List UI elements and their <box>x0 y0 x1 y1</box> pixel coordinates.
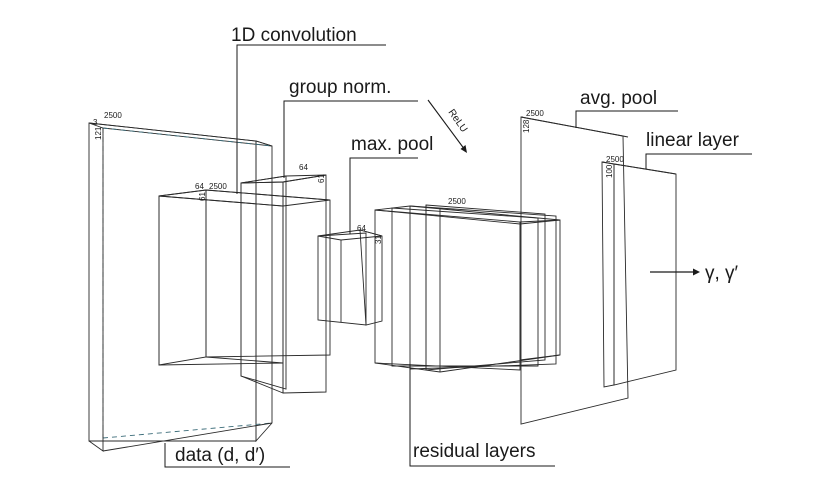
linear-block <box>601 161 677 388</box>
leader-lines <box>164 44 752 468</box>
label-output: γ, γ′ <box>705 263 739 284</box>
label-residual: residual layers <box>413 441 536 462</box>
dim-gn-d: 64 <box>299 163 308 172</box>
dim-res-w: 2500 <box>448 197 466 206</box>
dim-data-h: 121 <box>94 126 103 140</box>
label-maxpool: max. pool <box>351 134 433 155</box>
output-arrow <box>650 268 700 276</box>
avgpool-block <box>520 116 629 425</box>
dim-conv-h: 61 <box>198 192 207 201</box>
dim-gn-h: 61 <box>317 174 326 183</box>
dim-avg-h: 128 <box>522 119 531 133</box>
dim-data-d: 3 <box>93 118 98 127</box>
label-avgpool: avg. pool <box>580 88 657 109</box>
dim-lin-w: 2500 <box>606 155 624 164</box>
label-linear: linear layer <box>646 130 740 151</box>
groupnorm-block <box>240 174 327 394</box>
conv-block <box>158 189 331 366</box>
dim-lin-h: 100 <box>605 164 614 178</box>
maxpool-block <box>317 229 383 326</box>
residual-block <box>374 204 561 373</box>
relu-arrow <box>427 99 467 153</box>
dim-data-w: 2500 <box>104 111 122 120</box>
dim-mp-h: 31 <box>374 235 383 244</box>
label-conv: 1D convolution <box>231 25 357 46</box>
label-groupnorm: group norm. <box>289 77 391 98</box>
label-data: data (d, d′) <box>175 445 265 466</box>
data-block <box>88 122 273 452</box>
dim-conv-w: 2500 <box>209 182 227 191</box>
dim-conv-d: 64 <box>195 182 204 191</box>
dim-avg-w: 2500 <box>526 109 544 118</box>
dim-mp-d: 64 <box>357 224 366 233</box>
label-relu: ReLU <box>446 107 470 134</box>
